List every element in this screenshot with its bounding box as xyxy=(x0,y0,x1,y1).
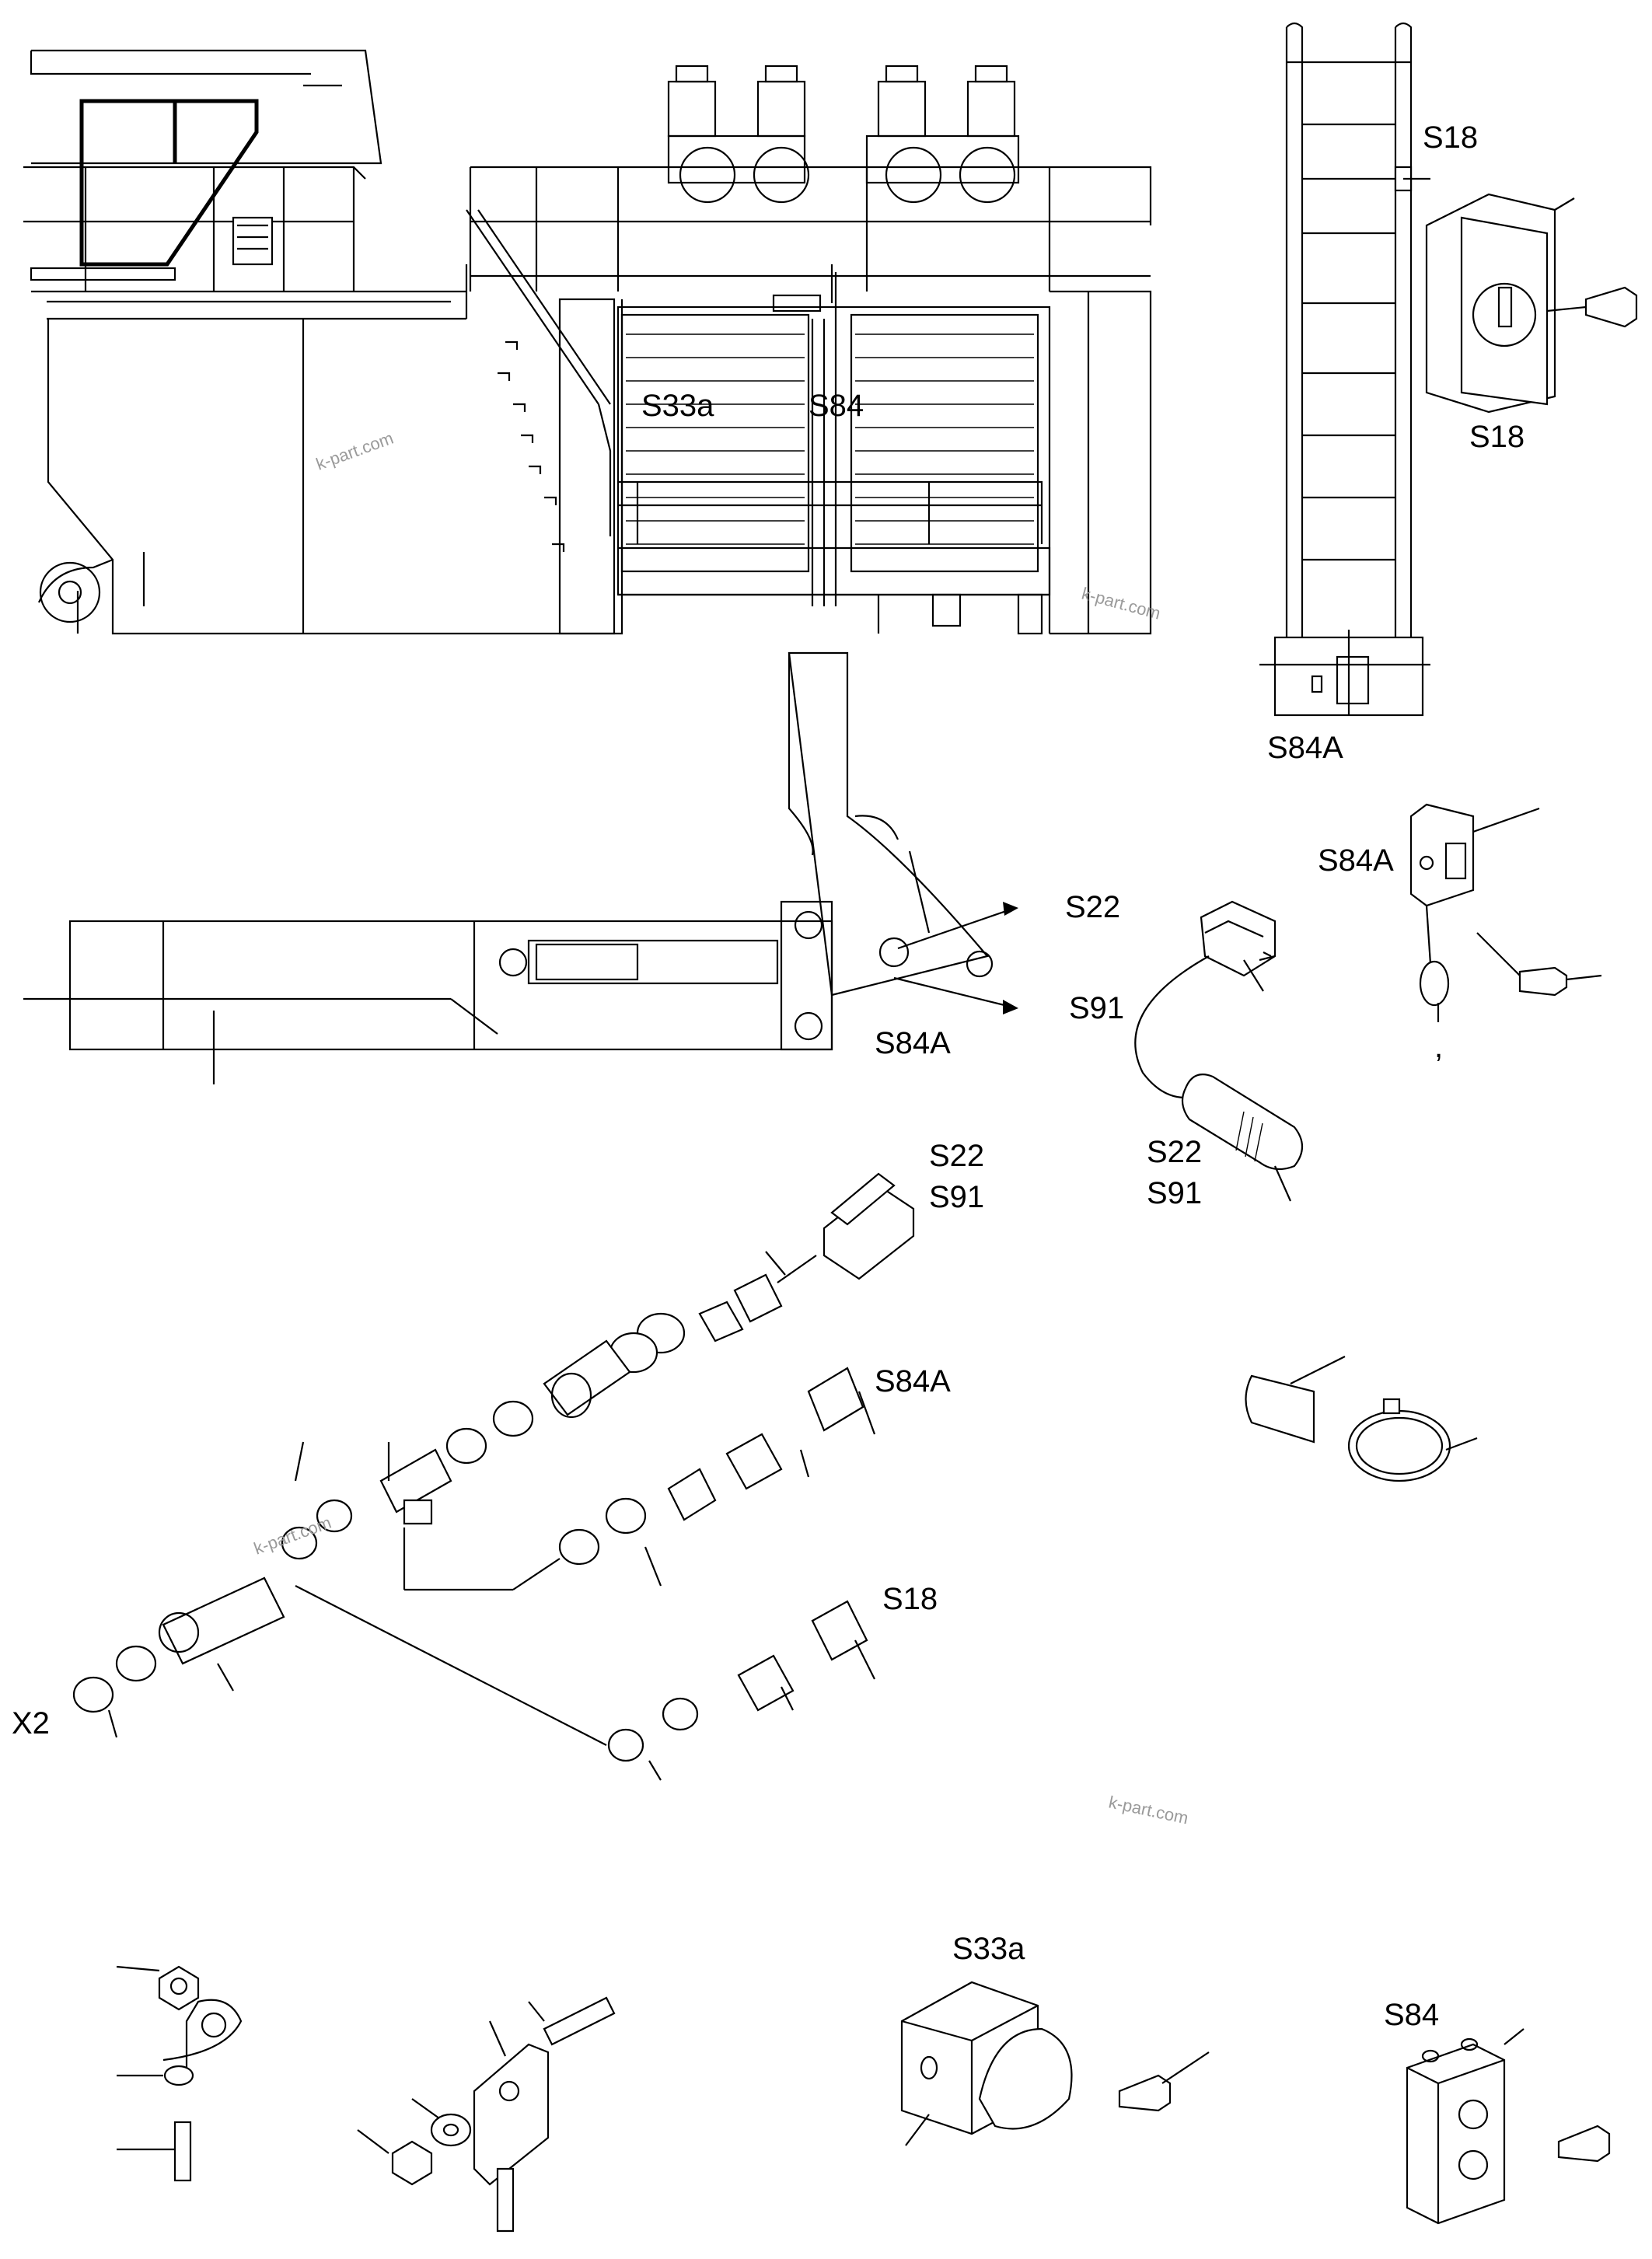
label-s22-sensor: S22 xyxy=(1147,1135,1202,1169)
s18-switch-box xyxy=(1425,193,1638,414)
label-s22-arrow: S22 xyxy=(1065,890,1120,924)
label-s18-top: S18 xyxy=(1423,120,1478,155)
conduit-and-clamp xyxy=(1245,1356,1478,1482)
label-s84a-ladder: S84A xyxy=(1267,731,1343,765)
label-s84-bottom: S84 xyxy=(1384,1998,1439,2032)
label-s33a-bottom: S33a xyxy=(952,1932,1025,1966)
machine-side-view xyxy=(23,49,1152,635)
harness-exploded-view xyxy=(72,1172,915,1781)
label-s84a-box: S84A xyxy=(1318,843,1394,878)
s84a-switch-box xyxy=(1409,803,1602,1022)
label-s84a-boom: S84A xyxy=(875,1026,951,1060)
s33a-switch xyxy=(900,1981,1210,2146)
label-s91-arrow: S91 xyxy=(1069,991,1124,1025)
label-s84-top: S84 xyxy=(809,389,864,423)
boom-view xyxy=(23,651,1018,1084)
s84-switch-box xyxy=(1406,2028,1611,2225)
label-s18-box: S18 xyxy=(1469,420,1525,454)
label-comma: , xyxy=(1434,1030,1443,1064)
label-x2: X2 xyxy=(12,1706,50,1741)
bottom-bracket-assembly xyxy=(357,1996,616,2233)
label-s18-fit: S18 xyxy=(882,1582,938,1616)
label-s91-conn: S91 xyxy=(929,1180,984,1214)
watermark: k-part.com xyxy=(1107,1792,1190,1828)
bottom-clip-assembly xyxy=(116,1965,243,2182)
label-s91-sensor: S91 xyxy=(1147,1176,1202,1210)
ladder-view xyxy=(1259,22,1430,717)
label-s33a-top: S33a xyxy=(641,389,714,423)
watermark: k-part.com xyxy=(313,428,396,474)
label-s22-conn: S22 xyxy=(929,1139,984,1173)
radiator-fins xyxy=(626,333,1034,545)
label-s84a-fit: S84A xyxy=(875,1364,951,1398)
s22-s91-sensor xyxy=(1134,900,1304,1202)
